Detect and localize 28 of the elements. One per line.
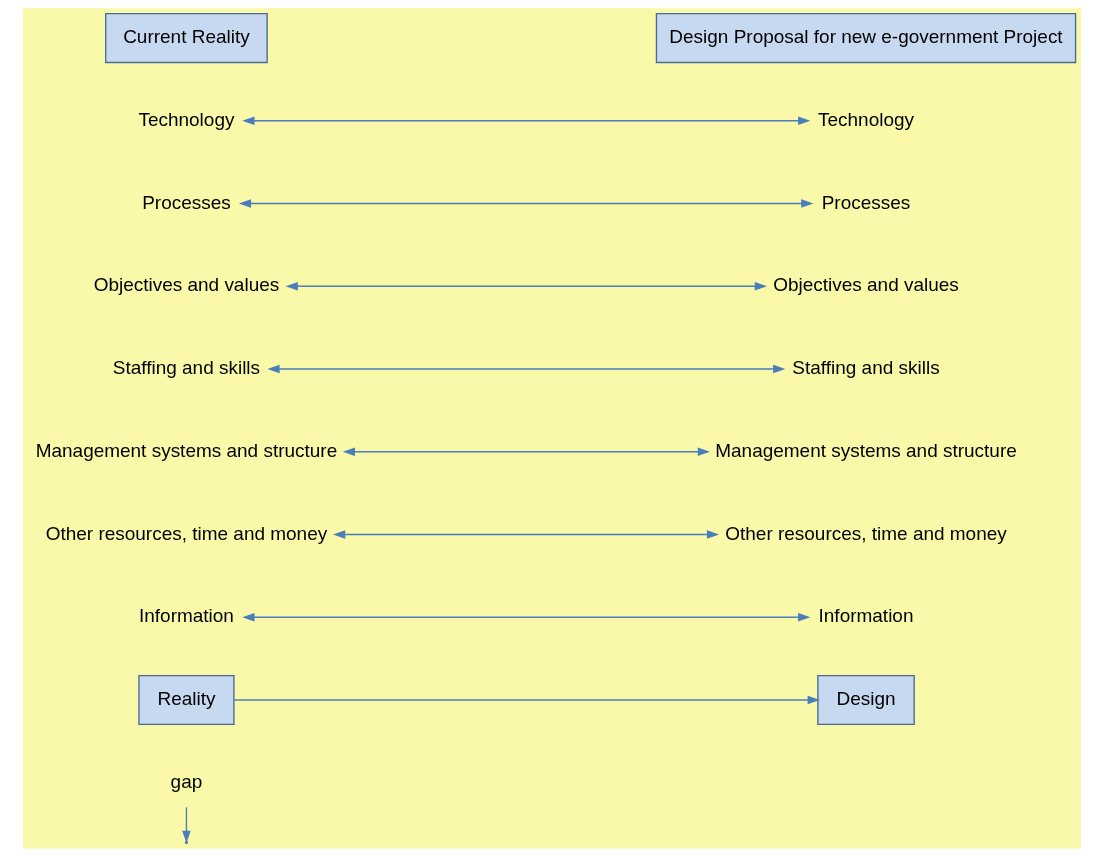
node-text: Processes	[142, 191, 231, 213]
node-text: Management systems and structure	[35, 439, 338, 461]
node-text: Objectives and values	[93, 274, 280, 296]
node-text: Technology	[818, 108, 914, 130]
node-text: Other resources, time and money	[725, 522, 1007, 544]
arrow	[238, 199, 814, 208]
node-box: Design Proposal for new e-government Project	[655, 12, 1077, 64]
node-box: Reality	[138, 674, 235, 726]
node-text: Management systems and structure	[715, 439, 1017, 461]
node-text: Information	[818, 605, 914, 627]
arrow	[242, 612, 811, 622]
node-text: gap	[170, 770, 203, 792]
node-text: Processes	[821, 191, 911, 213]
node-text: Information	[139, 605, 234, 627]
node-text: Staffing and skills	[792, 357, 940, 379]
arrow	[242, 116, 811, 126]
arrow	[267, 364, 786, 374]
node-text: Technology	[138, 108, 235, 130]
node-text: Objectives and values	[773, 274, 959, 296]
node-box: Design	[817, 674, 915, 726]
arrow	[342, 447, 710, 457]
node-text: Staffing and skills	[112, 357, 261, 379]
node-box: Current Reality	[105, 12, 268, 64]
arrow	[182, 806, 191, 844]
node-text: Other resources, time and money	[45, 522, 328, 544]
arrow	[285, 282, 767, 291]
arrow	[333, 530, 720, 539]
arrow	[233, 695, 820, 705]
